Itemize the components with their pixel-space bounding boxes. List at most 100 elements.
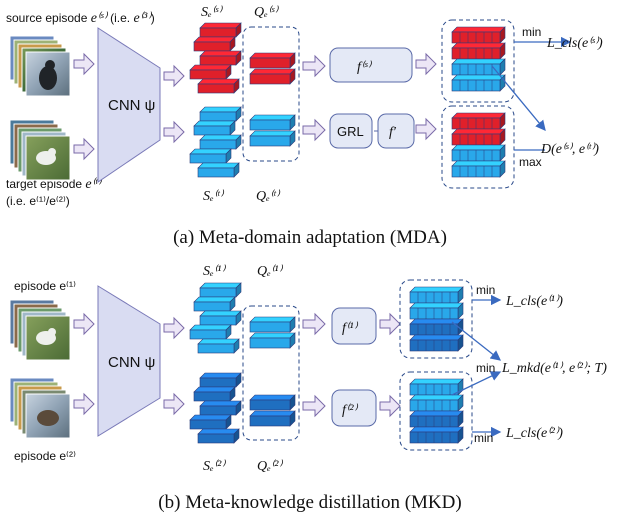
feature-block [199,282,242,298]
feature-block [409,318,464,336]
cnn-arrow-bottom [163,120,185,144]
classifier-source-label: f⁽ˢ⁾ [357,60,372,75]
feature-block [451,144,506,162]
output-box-bottom [441,105,515,189]
feature-block [249,410,296,427]
loss-arrow-mkd-top [451,321,502,361]
source-episode-label: source episode e⁽ˢ⁾ (i.e. e⁽³⁾) [6,11,155,26]
input-arrow-episode2 [73,392,95,416]
feature-block [249,394,296,411]
feature-block [199,400,242,416]
support-set-2-features [189,372,242,444]
feature-block [249,332,296,349]
output-features-mkd [409,286,464,444]
classification-loss-label: L_cls(e⁽ˢ⁾) [546,36,603,51]
support-set-2-label: Sₑ⁽²⁾ [203,459,226,474]
feature-block [451,112,506,130]
cnn-arrow-top-mkd [163,316,185,340]
query-set-2-label: Qₑ⁽²⁾ [257,459,283,474]
feature-block [409,334,464,352]
input-arrow-target [73,137,95,161]
min-label-top: min [476,283,495,297]
feature-block [451,42,506,60]
feature-block [189,324,232,340]
feature-block [193,296,236,312]
query-set-1-label: Qₑ⁽¹⁾ [257,264,283,279]
loss-arrow-domain-top [491,65,546,132]
support-set-source-features [189,22,242,94]
module-arrow-top [415,52,437,76]
feature-block [249,130,296,147]
query-features [249,52,296,147]
query-features-mkd [249,316,296,427]
episode2-label: episode e⁽²⁾ [14,449,76,463]
support-set-1-features [189,282,242,354]
classifier-source-module [329,47,413,83]
min-label-bottom: min [474,431,493,445]
feature-block [199,310,242,326]
query-arrow-bottom [302,118,326,142]
max-label: max [519,155,542,169]
query-set-box-mkd [242,305,300,441]
cnn-backbone [97,27,161,183]
feature-block [249,114,296,131]
source-image-stack [9,35,71,97]
output-box-top [441,19,515,103]
feature-block [451,160,506,178]
query-arrow-top-mkd [302,312,326,336]
feature-block [409,286,464,304]
support-set-target-features [189,106,242,178]
query-arrow-bottom-mkd [302,394,326,418]
feature-block [249,68,296,85]
feature-block [451,74,506,92]
grl-module [329,113,373,149]
feature-block [451,58,506,76]
feature-block [189,414,232,430]
distillation-loss-label: L_mkd(e⁽¹⁾, e⁽²⁾; T) [501,361,607,376]
caption-mkd: (b) Meta-knowledge distillation (MKD) [158,492,461,513]
episode1-image-stack [9,299,71,361]
output-features [451,26,506,178]
classification-loss-1-label: L_cls(e⁽¹⁾) [505,294,563,309]
module-arrow-top-mkd [379,312,401,336]
feature-block [451,128,506,146]
feature-block [409,410,464,428]
support-set-source-label: Sₑ⁽ˢ⁾ [201,5,223,20]
feature-block [409,302,464,320]
support-set-target-label: Sₑ⁽ᵗ⁾ [203,189,224,204]
feature-block [409,426,464,444]
support-set-1-label: Sₑ⁽¹⁾ [203,264,226,279]
cnn-backbone-mkd [97,285,161,437]
classifier-2-module [331,389,377,427]
feature-block [249,52,296,69]
target-image-stack [9,119,71,181]
query-set-target-label: Qₑ⁽ᵗ⁾ [256,189,281,204]
domain-classifier-label: f′ [389,125,397,140]
feature-block [193,120,236,136]
input-arrow-source [73,52,95,76]
cnn-label: CNN ψ [108,97,155,114]
feature-block [189,64,232,80]
feature-block [199,50,242,66]
mkd-section: episode e⁽¹⁾ episode e⁽²⁾ CNN ψ Sₑ⁽¹⁾ Qₑ… [9,264,607,513]
feature-block [199,22,242,38]
feature-block [409,378,464,396]
module-arrow-bottom [415,117,437,141]
classification-loss-2-label: L_cls(e⁽²⁾) [505,426,563,441]
feature-block [193,36,236,52]
feature-block [197,162,240,178]
bird-image [39,66,57,90]
target-episode-sublabel: (i.e. e⁽¹⁾/e⁽²⁾) [6,194,70,208]
feature-block [197,78,240,94]
input-arrow-episode1 [73,312,95,336]
feature-block [249,316,296,333]
classifier-1-label: f⁽¹⁾ [342,321,359,336]
min-label: min [522,25,541,39]
domain-classifier-module [377,113,415,149]
domain-loss-label: D(e⁽ˢ⁾, e⁽ᵗ⁾) [540,142,599,157]
feature-block [199,372,242,388]
cnn-arrow-bottom-mkd [163,392,185,416]
classifier-1-module [331,307,377,345]
episode2-image-stack [9,377,71,439]
